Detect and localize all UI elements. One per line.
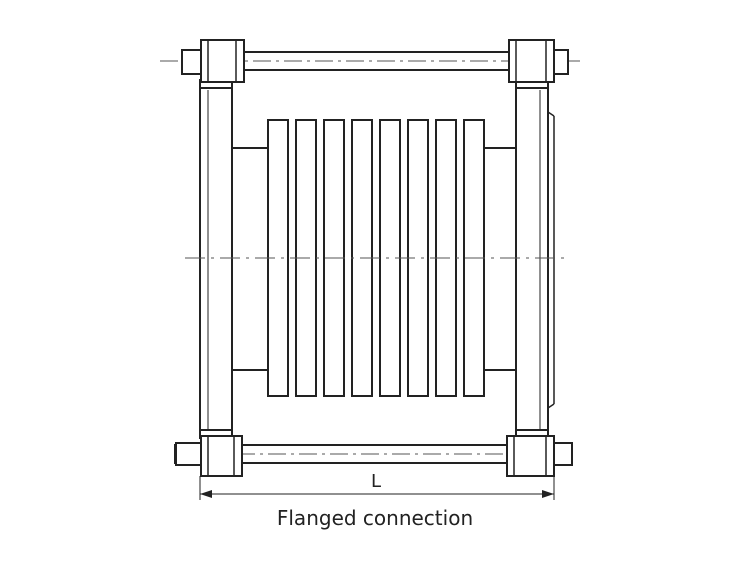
nut-bottom-left <box>175 429 243 477</box>
nut-top-left <box>181 39 245 89</box>
caption: Flanged connection <box>276 506 474 530</box>
right-flange <box>477 85 555 435</box>
dimension-label: L <box>371 471 381 492</box>
left-flange <box>199 85 271 435</box>
dimension-line <box>199 476 555 500</box>
nut-top-right <box>508 39 569 89</box>
nut-bottom-right <box>506 429 573 477</box>
